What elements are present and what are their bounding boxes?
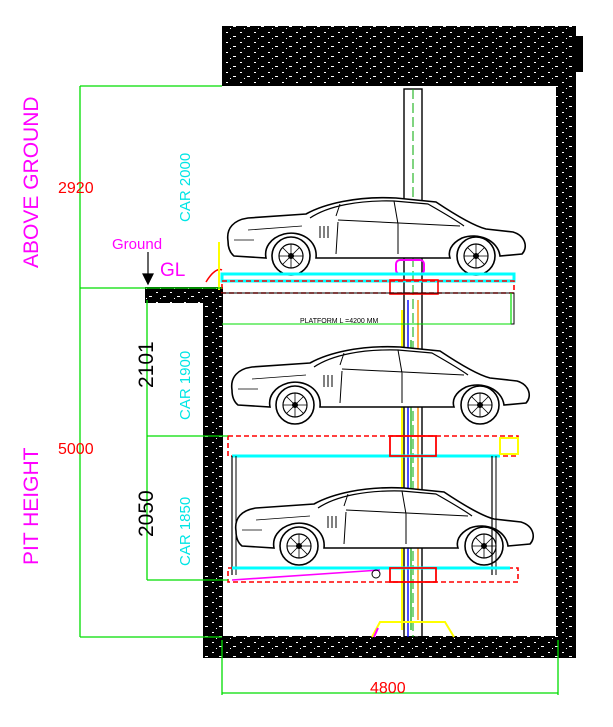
car-icon bbox=[226, 196, 527, 276]
dimension-pit-height: 5000 bbox=[58, 441, 94, 458]
car-icon bbox=[234, 486, 535, 566]
dimension-lines bbox=[79, 85, 559, 695]
dimension-lower-pit-level: 2050 bbox=[135, 490, 158, 537]
car-height-middle: CAR 1900 bbox=[177, 351, 194, 420]
dimension-above-ground: 2920 bbox=[58, 180, 94, 197]
floor-slab bbox=[203, 636, 576, 658]
right-wall bbox=[556, 26, 576, 658]
pit-height-label: PIT HEIGHT bbox=[20, 447, 43, 565]
roof-slab bbox=[222, 26, 576, 86]
platform-top bbox=[205, 242, 516, 325]
left-pit-wall bbox=[203, 292, 223, 658]
gl-label: GL bbox=[160, 260, 185, 281]
car-height-top: CAR 2000 bbox=[177, 153, 194, 222]
ground-label: Ground bbox=[112, 236, 162, 253]
car-height-bottom: CAR 1850 bbox=[177, 497, 194, 566]
platform-bottom bbox=[227, 566, 519, 583]
ground-arrow bbox=[142, 252, 154, 286]
platform-middle bbox=[227, 435, 519, 575]
wall-hatch bbox=[145, 26, 583, 658]
above-ground-label: ABOVE GROUND bbox=[20, 96, 43, 268]
ground-slab bbox=[145, 287, 223, 303]
dimension-pit-width: 4800 bbox=[370, 680, 406, 697]
car-icon bbox=[230, 345, 531, 425]
platform-length-label: PLATFORM L =4200 MM bbox=[300, 318, 379, 325]
roof-hatch-mark bbox=[573, 36, 583, 72]
dimension-upper-pit-level: 2101 bbox=[135, 341, 158, 388]
